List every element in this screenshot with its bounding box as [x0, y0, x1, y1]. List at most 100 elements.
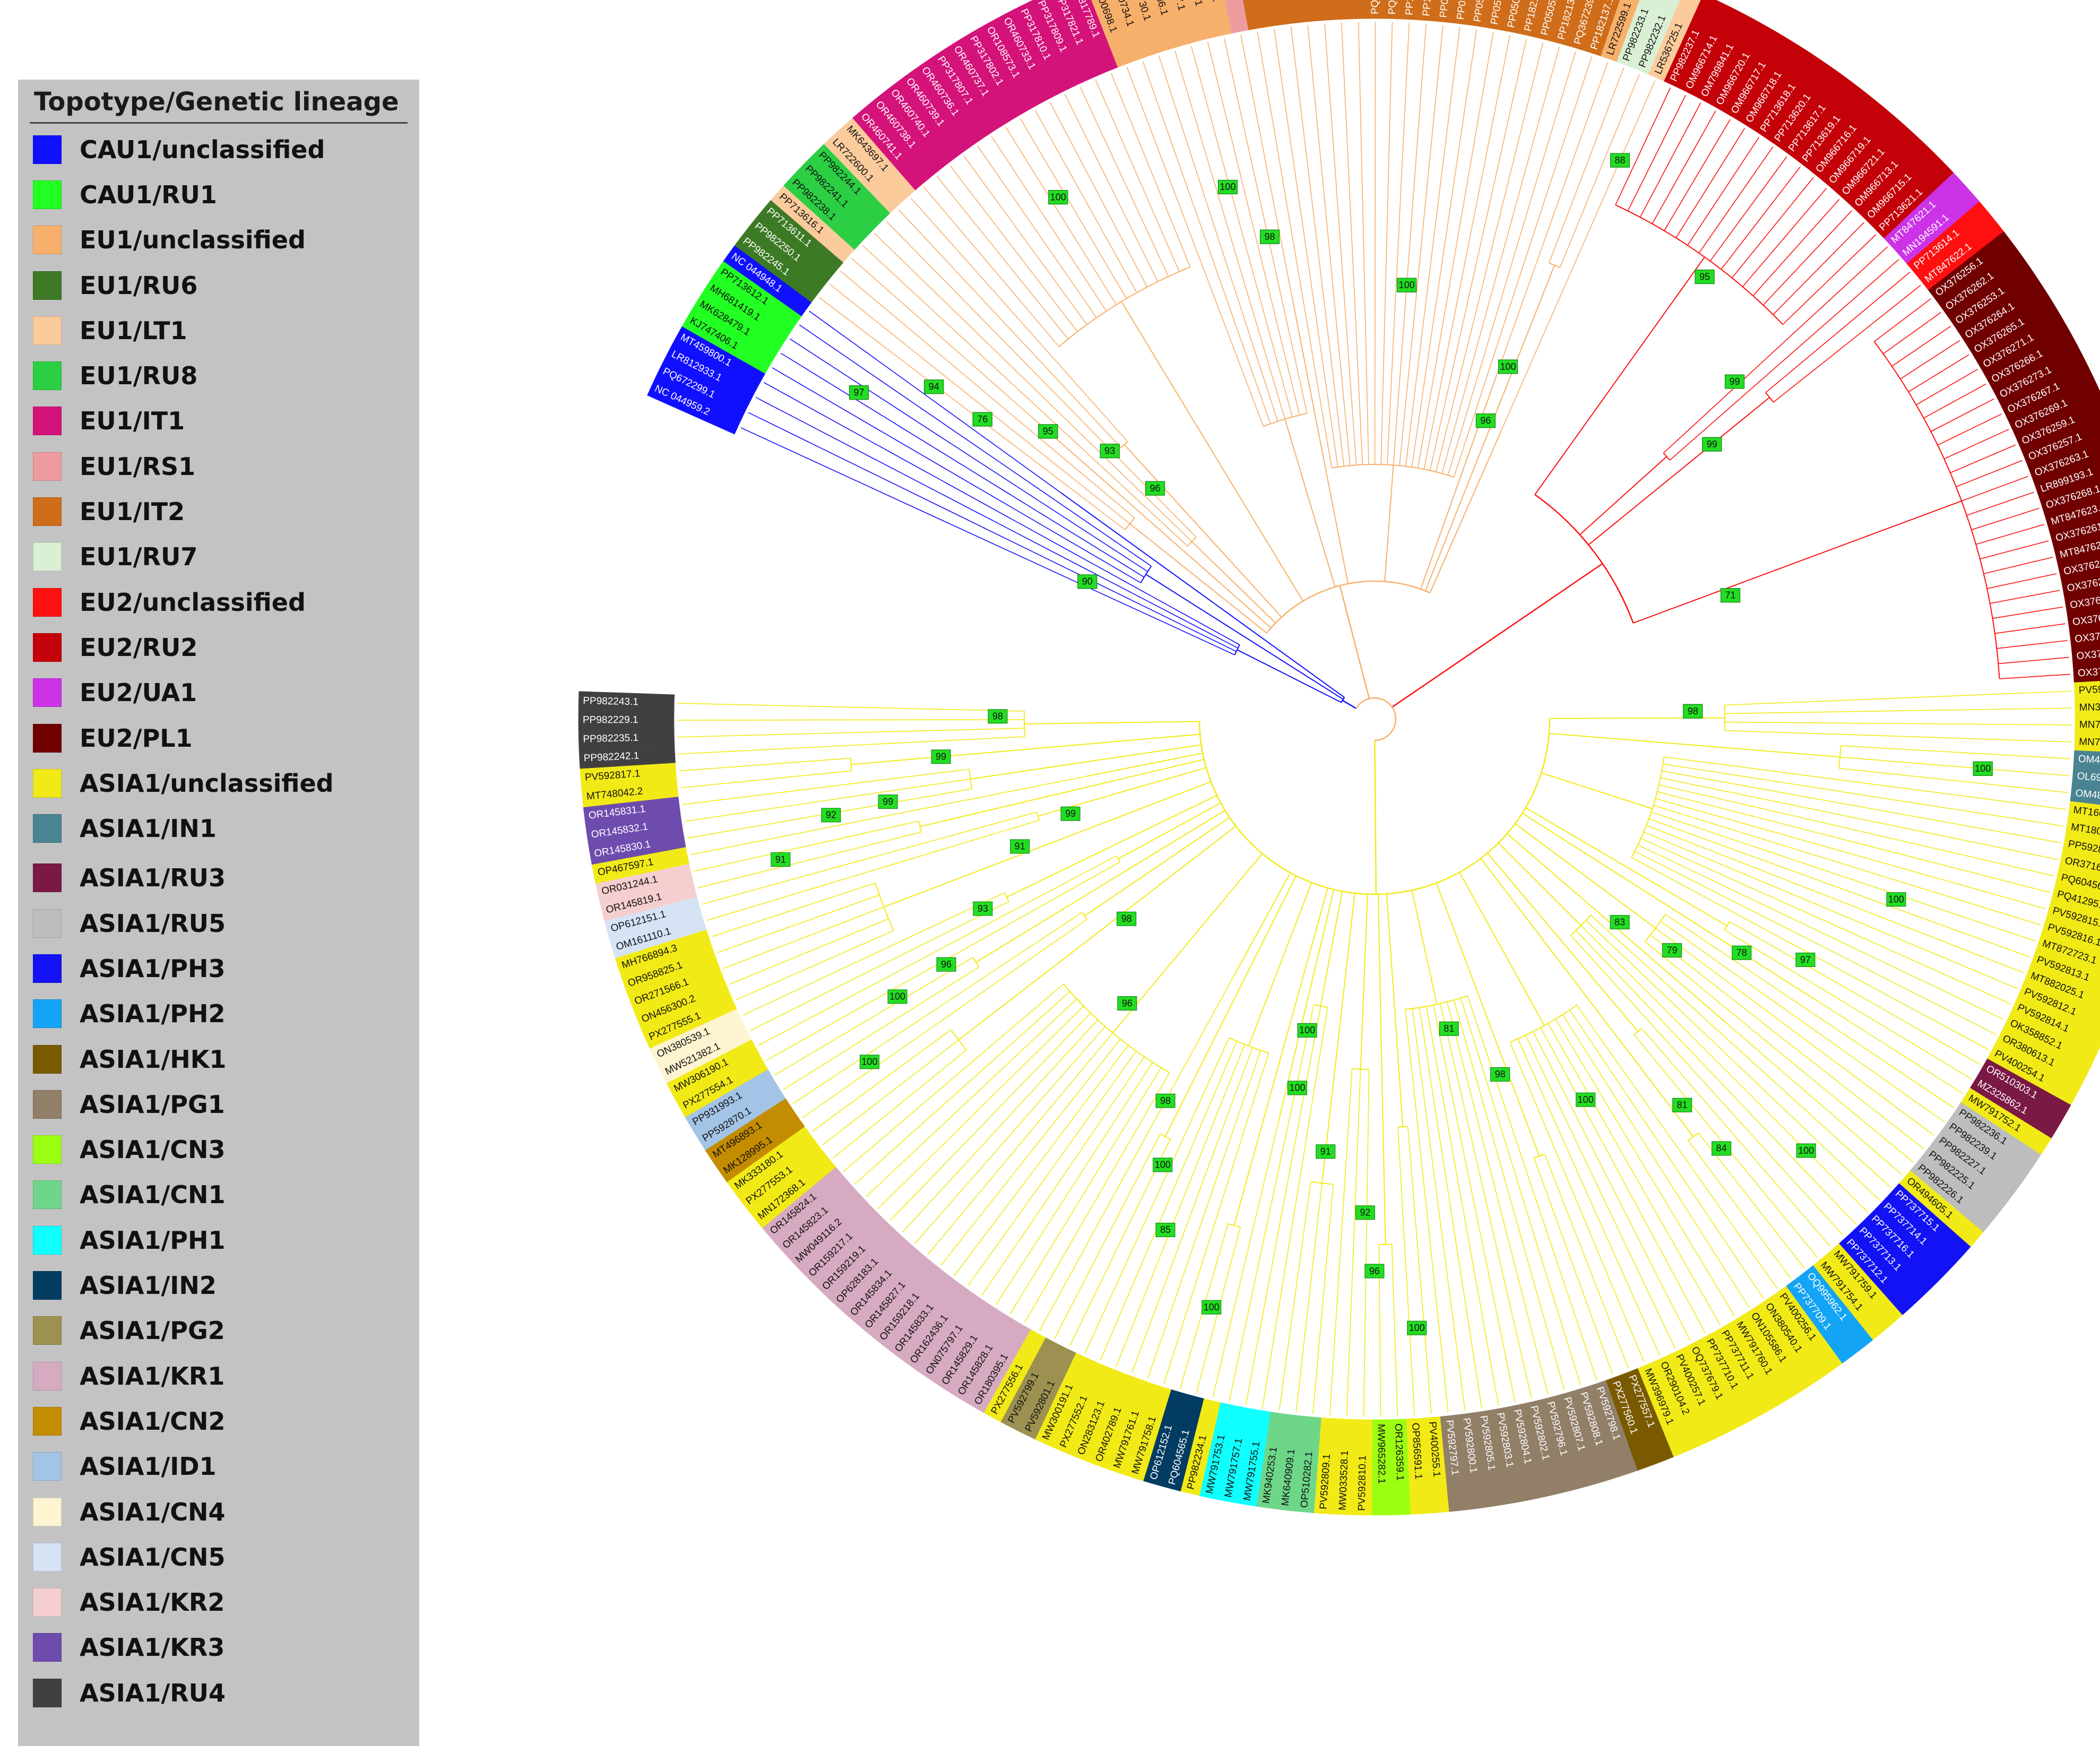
branch-arc	[1724, 921, 1730, 931]
branch-line	[1436, 42, 1544, 472]
branch-line	[1129, 523, 1267, 634]
branch-line	[1983, 557, 2053, 574]
branch-line	[1433, 1005, 1516, 1403]
legend-item: CAU1/unclassified	[30, 127, 408, 172]
lineage-band-segment	[2062, 835, 2100, 859]
legend-swatch	[33, 1090, 62, 1119]
bootstrap-box	[1576, 1092, 1596, 1107]
branch-arc	[968, 769, 973, 789]
branch-line	[1698, 146, 1774, 254]
branch-line	[678, 736, 1025, 755]
lineage-band-segment	[1296, 0, 1316, 23]
legend-label: ASIA1/KR3	[80, 1633, 225, 1662]
bootstrap-box	[1721, 588, 1741, 603]
branch-line	[1112, 853, 1263, 1033]
legend-swatch	[33, 1406, 62, 1436]
branch-line	[755, 397, 1239, 649]
branch-line	[991, 136, 1107, 312]
branch-line	[697, 832, 922, 888]
branch-line	[1990, 590, 2060, 604]
branch-line	[702, 811, 1037, 905]
lineage-band-segment	[1518, 0, 1545, 38]
branch-line	[1579, 456, 1667, 535]
branch-line	[1399, 25, 1444, 466]
tip-label: MN791756.1	[2079, 719, 2100, 731]
legend-label: ASIA1/IN2	[80, 1271, 217, 1300]
branch-line	[1274, 29, 1338, 468]
branch-arc	[1634, 1027, 1643, 1035]
lineage-band-segment	[1535, 0, 1563, 42]
branch-line	[1669, 259, 1899, 461]
branch-line	[694, 820, 919, 872]
branch-line	[1405, 1009, 1449, 1413]
lineage-band-segment	[2071, 645, 2100, 666]
legend-swatch	[33, 814, 62, 843]
branch-line	[1257, 31, 1333, 468]
branch-line	[1425, 1006, 1499, 1406]
branch-line	[1687, 137, 1760, 246]
legend-label: CAU1/RU1	[80, 180, 217, 209]
branch-line	[677, 703, 1025, 712]
legend-item: EU1/RS1	[30, 444, 408, 489]
lineage-band-segment	[1029, 0, 1087, 88]
branch-line	[774, 957, 973, 1076]
lineage-band-segment	[1070, 0, 1118, 74]
bootstrap-value: 97	[853, 387, 864, 398]
lineage-band-segment	[1601, 0, 1640, 62]
lineage-band-segment	[1050, 0, 1103, 81]
branch-line	[920, 758, 1205, 827]
bootstrap-box	[1796, 1143, 1816, 1158]
bootstrap-box	[1297, 1023, 1317, 1038]
legend-item: ASIA1/HK1	[30, 1037, 408, 1082]
legend-label: ASIA1/CN3	[80, 1135, 226, 1164]
branch-arc	[950, 1029, 967, 1051]
branch-line	[1615, 87, 1671, 205]
bootstrap-value: 98	[1495, 1069, 1506, 1079]
legend-label: ASIA1/unclassified	[80, 768, 334, 798]
legend-item: ASIA1/IN1	[30, 806, 408, 851]
branch-line	[936, 176, 1069, 340]
bootstrap-value: 98	[992, 711, 1003, 722]
bootstrap-value: 95	[1043, 426, 1053, 437]
branch-line	[1648, 818, 2030, 958]
legend-item: CAU1/RU1	[30, 172, 408, 217]
lineage-band-segment	[1584, 0, 1620, 57]
bootstrap-box	[771, 852, 791, 867]
branch-line	[1548, 67, 1624, 264]
branch-line	[811, 1029, 952, 1132]
branch-line	[1164, 875, 1297, 1137]
branch-line	[1664, 119, 1731, 231]
branch-line	[1930, 398, 1994, 432]
branch-line	[1688, 1140, 1792, 1279]
branch-arc	[1534, 494, 1634, 624]
branch-line	[981, 1056, 1145, 1296]
branch-line	[1999, 673, 2071, 679]
branch-line	[851, 257, 1052, 436]
legend-item: ASIA1/ID1	[30, 1444, 408, 1489]
tip-label: MW965282.1	[1376, 1424, 1387, 1484]
bootstrap-value: 100	[1399, 280, 1415, 290]
legend-item: ASIA1/PG1	[30, 1082, 408, 1127]
branch-line	[1992, 606, 2063, 619]
branch-line	[1641, 1028, 1831, 1247]
legend-swatch	[33, 452, 62, 481]
lineage-band-segment	[2041, 918, 2100, 954]
bootstrap-box	[1886, 892, 1906, 907]
bootstrap-value: 100	[1888, 894, 1904, 905]
legend-label: EU1/RU6	[80, 271, 198, 300]
branch-line	[1295, 1183, 1323, 1412]
branch-line	[1341, 22, 1363, 465]
branch-arc	[850, 758, 852, 771]
branch-line	[1131, 1047, 1254, 1374]
branch-line	[1817, 1000, 1963, 1094]
bootstrap-value: 96	[1150, 483, 1161, 494]
legend-swatch	[33, 1180, 62, 1210]
branch-line	[1079, 87, 1169, 277]
branch-line	[679, 757, 851, 772]
branch-arc	[1332, 464, 1454, 478]
branch-arc	[1263, 412, 1308, 427]
lineage-band-segment	[2029, 950, 2100, 993]
bootstrap-box	[924, 379, 944, 394]
lineage-band-segment	[1242, 0, 1266, 30]
legend-label: EU1/RS1	[80, 452, 196, 481]
